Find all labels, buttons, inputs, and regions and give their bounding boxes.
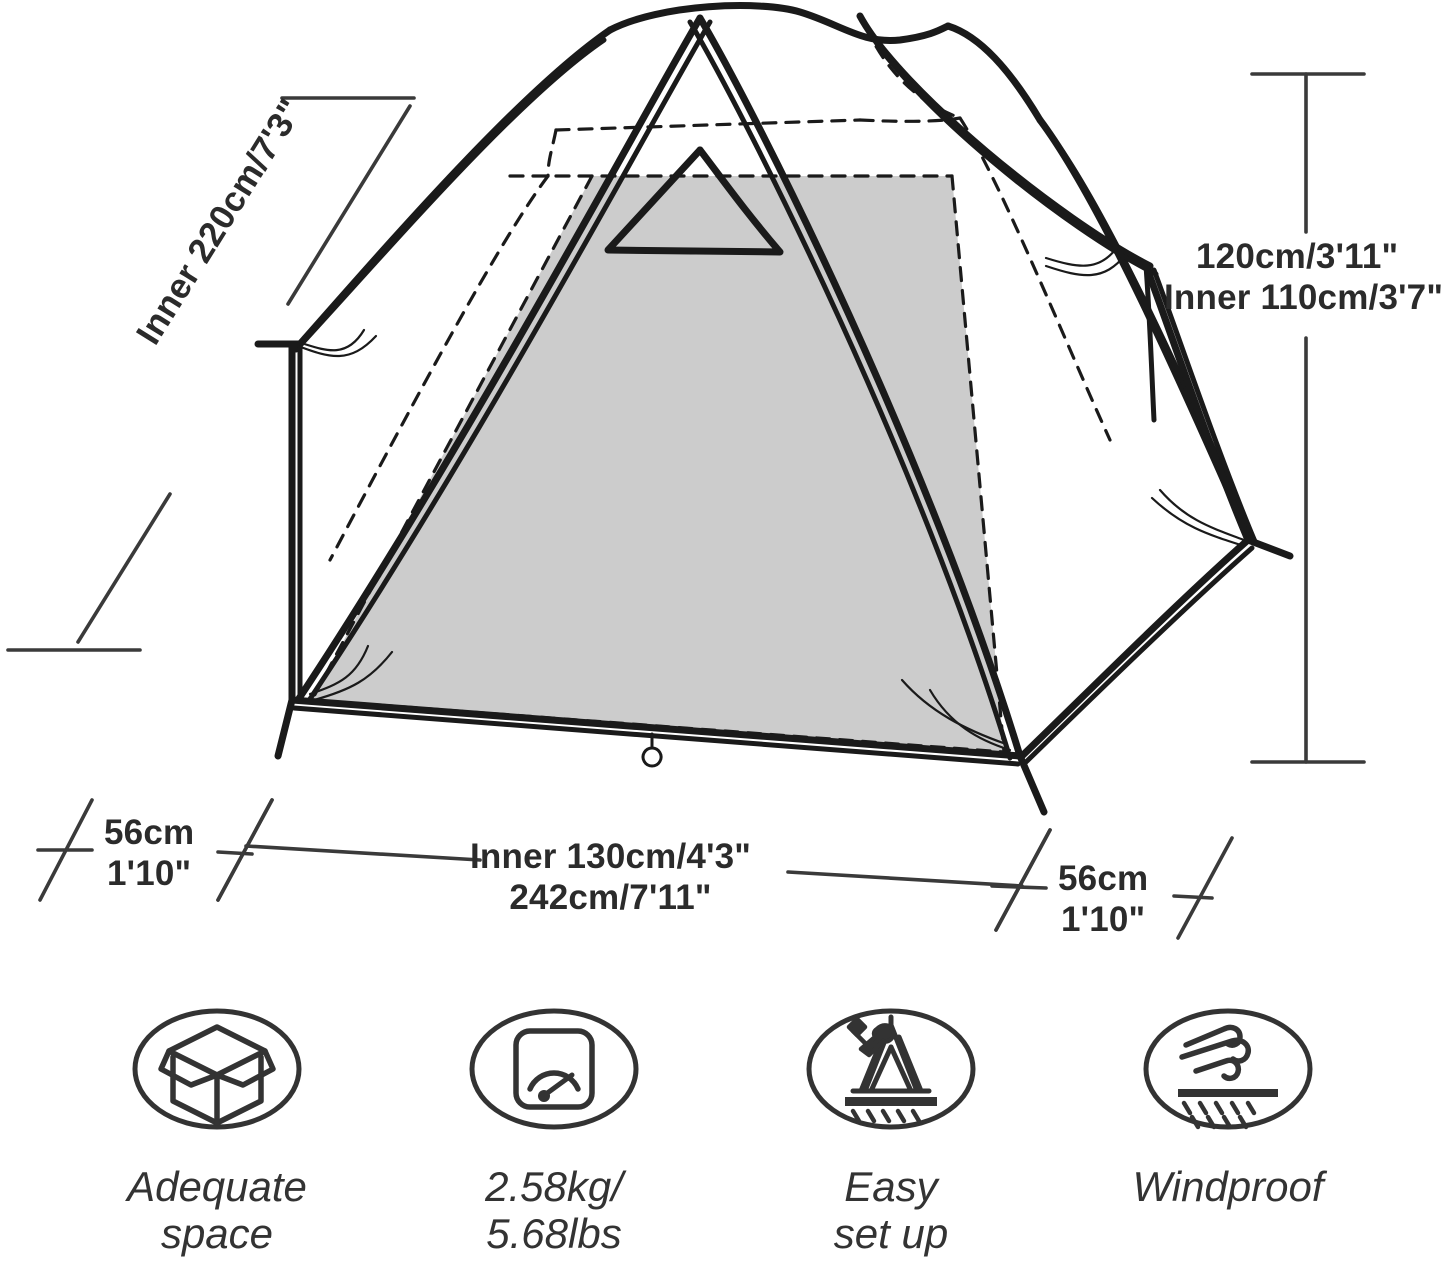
dimension-line-height-right: [1250, 72, 1366, 764]
width-left-line1: 56cm: [104, 813, 195, 852]
wind-icon: [1128, 995, 1328, 1145]
dimension-label-width-center: Inner 130cm/4'3" 242cm/7'11": [470, 836, 751, 919]
tent-tools-icon: [791, 995, 991, 1145]
width-right-line2: 1'10": [1061, 900, 1146, 940]
feature-caption: Easy set up: [833, 1163, 949, 1258]
height-right-line2: Inner 110cm/3'7": [1164, 278, 1444, 318]
dimension-label-width-left: 56cm 1'10": [104, 812, 194, 895]
width-center-line2: 242cm/7'11": [509, 878, 712, 918]
feature-caption: 2.58kg/ 5.68lbs: [485, 1163, 623, 1258]
feature-easy-setup: Easy set up: [736, 995, 1046, 1257]
weight-scale-icon: [454, 995, 654, 1145]
feature-caption: Adequate space: [127, 1163, 307, 1258]
dimension-line-width-right: [990, 828, 1234, 940]
tent-guy-lines: [296, 244, 1246, 752]
tent-door-opening: [604, 146, 784, 256]
dimension-line-slant-left: [6, 96, 416, 652]
feature-caption: Windproof: [1132, 1163, 1324, 1210]
width-left-line2: 1'10": [107, 854, 192, 894]
width-right-line1: 56cm: [1058, 859, 1149, 898]
dimension-label-height-right: 120cm/3'11" Inner 110cm/3'7": [1164, 236, 1443, 319]
open-box-icon: [117, 995, 317, 1145]
tent-ground-hem: [274, 696, 1048, 816]
feature-highlights-row: Adequate space 2.58kg/ 5.68lbs: [0, 995, 1445, 1274]
width-center-line1: Inner 130cm/4'3": [470, 837, 752, 876]
height-right-line1: 120cm/3'11": [1196, 237, 1399, 276]
feature-adequate-space: Adequate space: [62, 995, 372, 1257]
feature-weight: 2.58kg/ 5.68lbs: [399, 995, 709, 1257]
dimension-label-width-right: 56cm 1'10": [1058, 858, 1148, 941]
tent-seam-lines: [1143, 263, 1157, 423]
tent-inner-panel: [312, 176, 1004, 752]
feature-windproof: Windproof: [1073, 995, 1383, 1210]
